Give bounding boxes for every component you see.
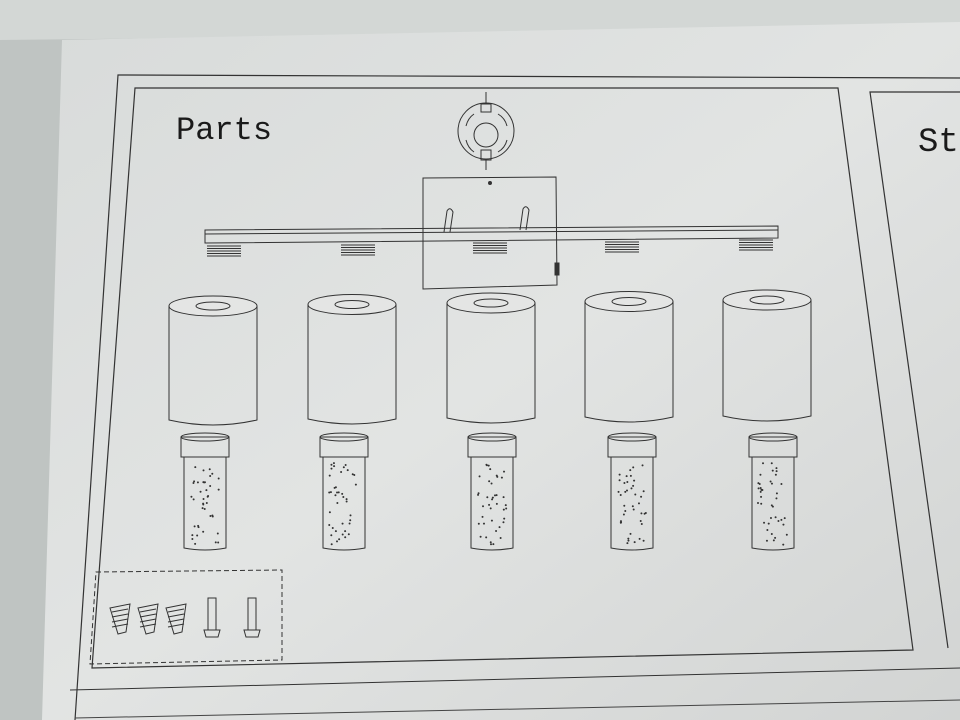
bar-socket (207, 245, 241, 257)
light-bar (204, 225, 779, 244)
parts-panel-frame (91, 87, 914, 669)
shade-body (307, 304, 397, 425)
glass-tube-cap (180, 436, 230, 458)
outer-frame (74, 74, 960, 720)
shade-top (446, 292, 536, 314)
glass-tube (183, 457, 227, 551)
glass-tube-cap (748, 436, 798, 458)
shade-top (168, 295, 258, 317)
hardware-box (89, 569, 283, 665)
screw-icon (203, 597, 221, 638)
glass-tube-cap (319, 436, 369, 458)
wire-nut-icon (165, 603, 187, 635)
parts-heading: Parts (176, 112, 273, 149)
lamp-set (168, 295, 258, 551)
bar-socket (473, 242, 507, 254)
shade-top (307, 294, 397, 315)
wire-nut-icon (109, 603, 131, 635)
screw-icon (243, 597, 261, 638)
step-panel-frame (869, 91, 960, 649)
wire-nut-icon (137, 603, 159, 635)
lamp-set (722, 289, 812, 551)
lamp-sets (168, 289, 812, 551)
glass-tube-cap (607, 436, 657, 458)
step-heading-partial: St (918, 124, 959, 162)
lower-panel-edge (74, 699, 960, 719)
lamp-set (446, 292, 536, 551)
shade-top (584, 291, 674, 312)
shade-top (722, 289, 812, 311)
backplate-box (422, 176, 560, 290)
glass-tube (322, 457, 366, 551)
shade-body (722, 300, 812, 422)
manual-paper (42, 22, 960, 720)
bar-socket (739, 239, 773, 251)
frame-divider (69, 667, 960, 691)
lamp-set (584, 291, 674, 551)
glass-tube (470, 457, 514, 551)
glass-tube (610, 457, 654, 551)
bar-socket (605, 241, 639, 253)
bar-sockets (207, 239, 773, 257)
hardware-items (109, 597, 261, 638)
lamp-set (307, 294, 397, 551)
glass-tube-cap (467, 436, 517, 458)
glass-tube (751, 457, 795, 551)
shade-body (584, 301, 674, 423)
shade-body (446, 303, 536, 424)
shade-body (168, 306, 258, 426)
mounting-plate (457, 92, 515, 170)
bar-socket (341, 244, 375, 256)
